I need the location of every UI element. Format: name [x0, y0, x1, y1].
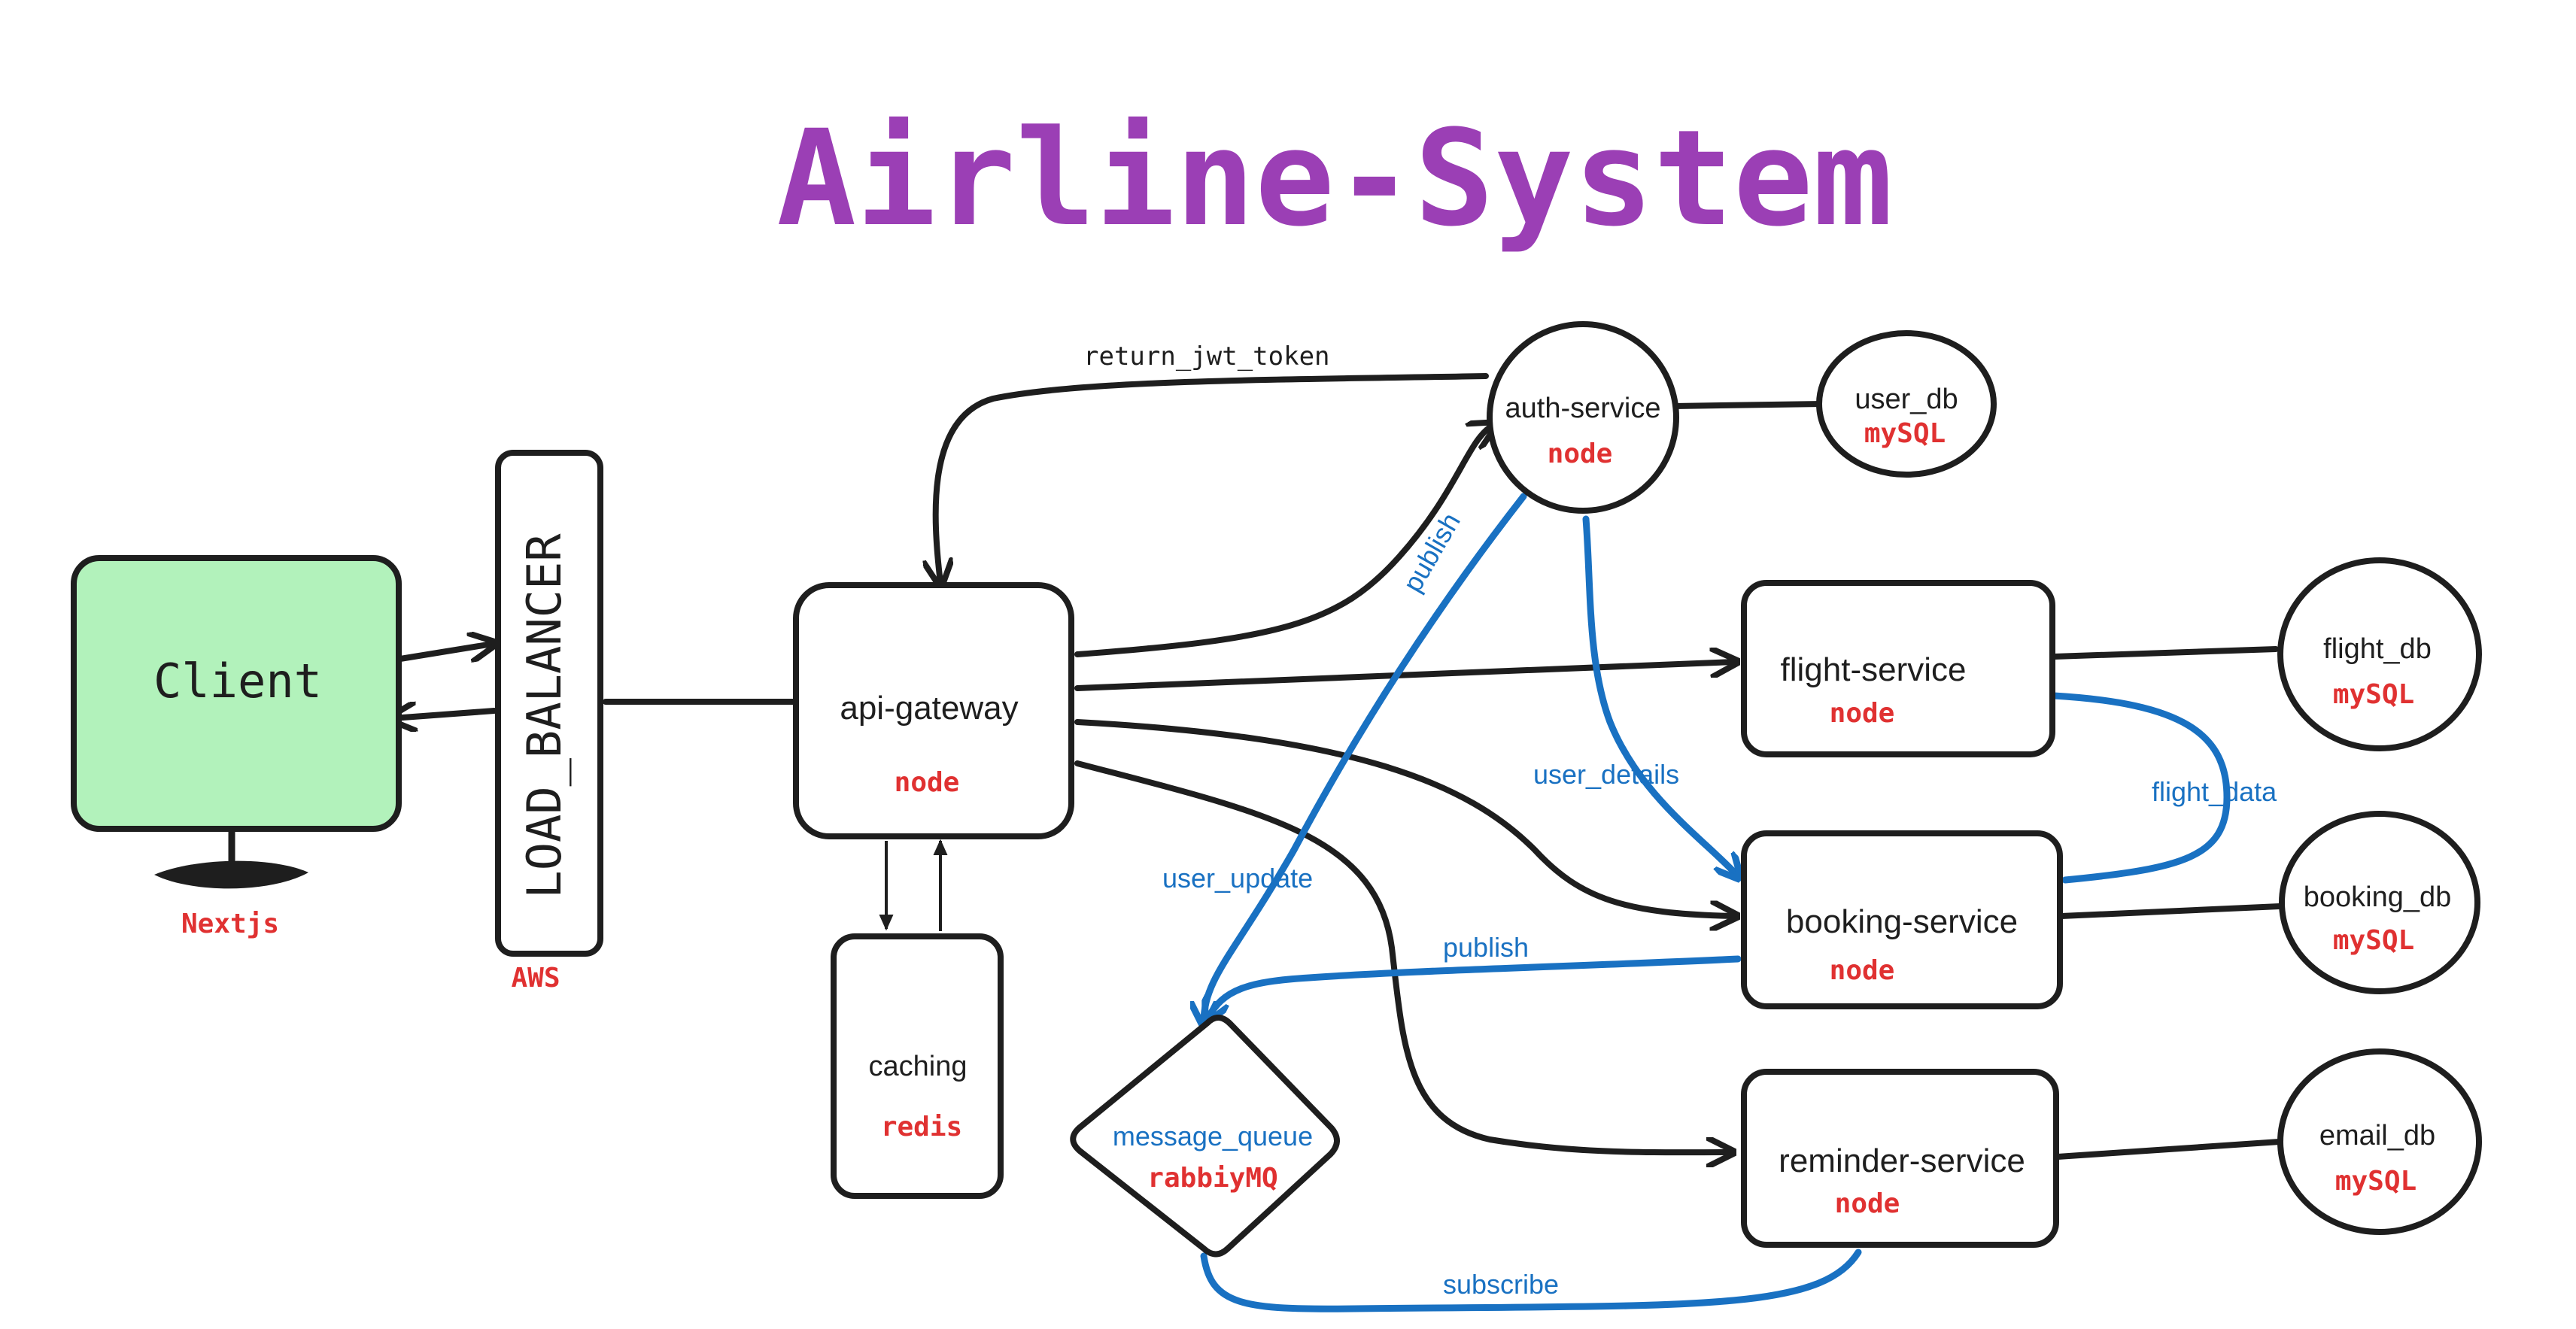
auth-service-circle: [1487, 321, 1679, 514]
flight-service-tech: node: [1830, 698, 1895, 729]
booking-db-tech: mySQL: [2333, 925, 2414, 956]
booking-service-node: booking-service node: [1741, 830, 2063, 1009]
load-balancer-node: LOAD_BALANCER AWS: [495, 450, 603, 994]
edges: [393, 373, 2283, 1312]
email-db-label: email_db: [2319, 1120, 2435, 1151]
email-db-node: email_db mySQL: [2277, 1048, 2482, 1235]
edge-gateway-to-booking: [1074, 719, 1734, 916]
flight-service-node: flight-service node: [1741, 580, 2055, 757]
edge-auth-to-userdb: [1671, 401, 1824, 409]
booking-service-label: booking-service: [1786, 903, 2018, 940]
message-queue-tech: rabbiyMQ: [1147, 1163, 1277, 1194]
edge-client-to-lb: [397, 644, 493, 659]
reminder-service-tech: node: [1835, 1188, 1900, 1219]
load-balancer-tech: AWS: [511, 963, 560, 994]
edge-reminder-subscribe-queue: [1200, 1249, 1862, 1312]
edge-label-user-update: user_update: [1162, 863, 1313, 894]
edge-gateway-to-reminder: [1074, 760, 1730, 1152]
booking-service-box: [1741, 830, 2063, 1009]
client-monitor-stand: [154, 860, 308, 889]
api-gateway-tech: node: [895, 767, 960, 798]
edge-label-subscribe: subscribe: [1443, 1269, 1559, 1300]
client-node: Client Nextjs: [71, 555, 402, 939]
auth-service-label: auth-service: [1505, 393, 1661, 424]
flight-db-tech: mySQL: [2333, 679, 2414, 710]
booking-service-tech: node: [1830, 955, 1895, 986]
edge-flight-to-flightdb: [2051, 646, 2279, 660]
message-queue-node: message_queue rabbiyMQ: [1070, 1015, 1340, 1258]
auth-service-node: auth-service node: [1487, 321, 1679, 514]
booking-db-ellipse: [2279, 811, 2480, 994]
api-gateway-label: api-gateway: [840, 690, 1018, 727]
message-queue-label: message_queue: [1113, 1121, 1313, 1151]
client-tech: Nextjs: [181, 909, 279, 939]
reminder-service-label: reminder-service: [1779, 1142, 2025, 1179]
booking-db-node: booking_db mySQL: [2279, 811, 2480, 994]
user-db-tech: mySQL: [1864, 418, 1946, 449]
edge-gateway-to-auth: [1074, 425, 1493, 657]
api-gateway-box: [793, 582, 1074, 839]
reminder-service-box: [1741, 1069, 2059, 1248]
edge-label-flight-data: flight_data: [2152, 776, 2277, 807]
user-db-ellipse: [1816, 330, 1997, 478]
client-monitor-screen: [71, 555, 402, 832]
flight-db-ellipse: [2277, 557, 2482, 751]
api-gateway-node: api-gateway node: [793, 582, 1074, 839]
email-db-tech: mySQL: [2335, 1166, 2417, 1197]
edge-label-return-jwt-token: return_jwt_token: [1083, 341, 1330, 372]
user-db-node: user_db mySQL: [1816, 330, 1997, 478]
load-balancer-box: [495, 450, 603, 957]
user-db-label: user_db: [1855, 384, 1958, 415]
edge-reminder-to-emaildb: [2055, 1139, 2283, 1160]
edge-booking-publish-to-queue: [1208, 955, 1742, 1019]
client-label: Client: [153, 654, 322, 708]
edge-gateway-to-flight: [1074, 662, 1734, 691]
reminder-service-node: reminder-service node: [1741, 1069, 2059, 1248]
edge-flight-data-to-booking: [2050, 692, 2231, 884]
email-db-ellipse: [2277, 1048, 2482, 1235]
flight-service-label: flight-service: [1781, 651, 1967, 688]
edge-auth-to-gateway-jwt: [936, 373, 1489, 583]
auth-service-tech: node: [1548, 438, 1613, 469]
flight-db-node: flight_db mySQL: [2277, 557, 2482, 751]
flight-service-box: [1741, 580, 2055, 757]
edge-auth-publish-to-queue: [1204, 493, 1527, 1023]
load-balancer-label: LOAD_BALANCER: [517, 533, 572, 899]
booking-db-label: booking_db: [2304, 881, 2452, 913]
caching-label: caching: [869, 1051, 968, 1082]
diagram-title: Airline-System: [776, 102, 1892, 256]
edge-label-publish-booking: publish: [1443, 932, 1529, 963]
caching-box: [831, 933, 1004, 1199]
flight-db-label: flight_db: [2323, 633, 2432, 665]
edge-booking-to-bookingdb: [2058, 903, 2283, 919]
message-queue-diamond: [1070, 1015, 1340, 1258]
caching-tech: redis: [881, 1112, 962, 1142]
edge-lb-to-client: [393, 711, 497, 718]
edge-label-user-details: user_details: [1533, 759, 1679, 790]
edge-auth-user-details-to-booking: [1582, 515, 1738, 876]
caching-node: caching redis: [831, 933, 1004, 1199]
